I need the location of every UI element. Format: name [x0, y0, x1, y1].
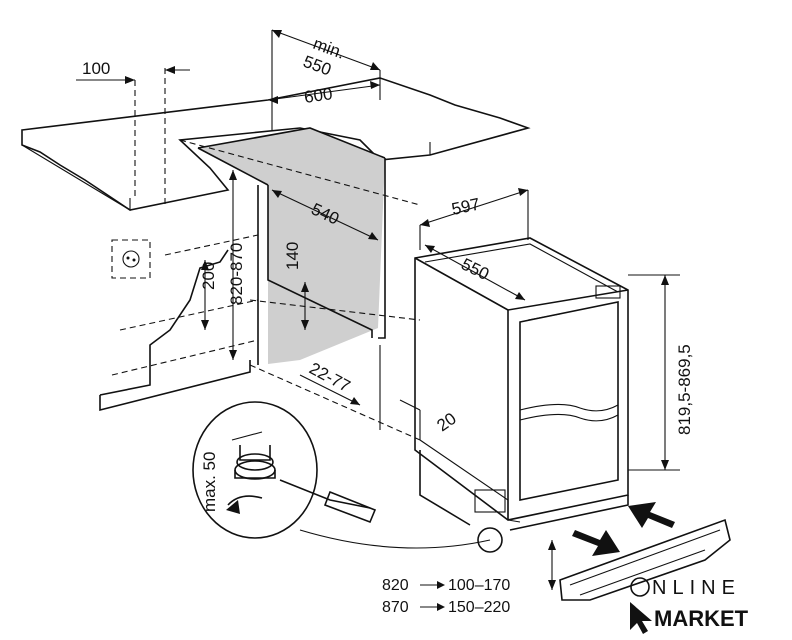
dim-200: 200	[199, 262, 218, 290]
brand-logo: NLINE MARKET	[630, 577, 749, 634]
dim-20: 20	[433, 409, 459, 435]
brand-line1: NLINE	[652, 577, 741, 599]
brand-line2: MARKET	[654, 606, 749, 631]
arrows	[572, 502, 675, 556]
legend-row1-height: 820	[382, 577, 409, 594]
dim-max-50: max. 50	[200, 452, 219, 512]
power-socket	[111, 239, 151, 279]
worktop	[21, 77, 531, 211]
dim-597: 597	[450, 194, 482, 218]
legend-row2-height: 870	[382, 599, 409, 616]
leg-legend: 820 100–170 870 150–220	[382, 577, 510, 616]
dim-819-869: 819,5-869,5	[675, 344, 694, 435]
plinth-piece	[559, 518, 731, 601]
appliance-body	[414, 237, 629, 531]
legend-row1-range: 100–170	[448, 577, 510, 594]
dim-820-870: 820-870	[227, 243, 246, 305]
foot-detail	[192, 401, 503, 553]
niche-back-wall	[197, 127, 386, 365]
dimension-labels: 100 min. 550 600 540 140 200 820-870 22-…	[82, 34, 694, 512]
dimension-lines	[76, 29, 680, 590]
dim-100: 100	[82, 59, 110, 78]
legend-row2-range: 150–220	[448, 599, 510, 616]
floor-lines	[99, 139, 421, 441]
dim-140: 140	[283, 242, 302, 270]
dim-600: 600	[303, 84, 334, 107]
